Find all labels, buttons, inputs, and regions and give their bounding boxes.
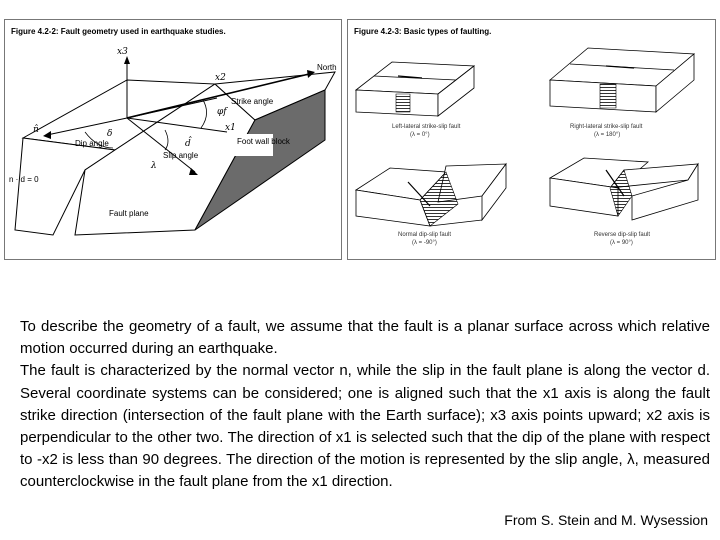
strike-angle-arc [200,99,207,129]
right-lateral-strike-slip-block [548,47,696,113]
normal-vector-n [46,117,128,136]
description-paragraph-1: To describe the geometry of a fault, we … [20,318,710,358]
x2-axis [126,97,218,119]
reverse-fault-title: Reverse dip-slip fault [594,232,650,238]
right-lateral-title: Right-lateral strike-slip fault [570,124,643,130]
x1-axis [126,117,228,133]
slip-angle-arc [164,129,169,151]
slip-vector-d [126,117,196,173]
fault-geometry-figure: Figure 4.2-2: Fault geometry used in ear… [4,19,342,260]
delta-label: δ [107,129,112,139]
right-lateral-param: (λ = 180°) [594,132,620,138]
description-paragraph-2: The fault is characterized by the normal… [20,362,710,491]
x3-arrowhead [124,56,130,64]
lambda-label: λ [150,161,157,171]
normal-dip-slip-block [354,162,507,227]
description-text: To describe the geometry of a fault, we … [20,316,710,494]
n-label: n̂ [33,124,39,135]
fault-geometry-diagram: x3 x2 x1 North Strike angle φf n̂ Dip an… [9,47,337,236]
x3-label: x3 [117,47,128,57]
dip-angle-label: Dip angle [75,139,109,148]
foot-wall-shaded-side [194,89,326,231]
strike-angle-label: Strike angle [231,97,274,106]
fault-types-figure: Figure 4.2-3: Basic types of faulting. L… [347,19,716,260]
fault-plane-label: Fault plane [109,209,149,218]
reverse-dip-slip-block [548,157,699,221]
reverse-fault-param: (λ = 90°) [610,240,633,246]
fault-geometry-caption: Figure 4.2-2: Fault geometry used in ear… [11,27,226,36]
normal-fault-title: Normal dip-slip fault [398,232,451,238]
left-lateral-param: (λ = 0°) [410,132,430,138]
north-label: North [317,63,337,72]
north-arrowhead [307,70,315,78]
nd-zero-label: n · d = 0 [9,175,39,184]
d-label: d̂ [185,136,192,149]
north-axis [126,73,310,119]
slip-vector-arrowhead [189,168,198,175]
normal-fault-param: (λ = -90°) [412,240,437,246]
foot-wall-label-box [233,134,273,156]
dip-angle-arc [84,131,114,149]
fault-types-caption: Figure 4.2-3: Basic types of faulting. [354,27,492,36]
fault-types-diagram: Left-lateral strike-slip fault (λ = 0°) … [354,47,699,246]
normal-vector-arrowhead [43,131,51,139]
foot-wall-block-label: Foot wall block [237,137,291,146]
phi-label: φf [217,107,228,117]
x1-label: x1 [225,123,236,133]
hanging-wall-side [14,137,117,236]
source-credit: From S. Stein and M. Wysession [504,512,708,528]
slip-angle-label: Slip angle [163,151,199,160]
x2-label: x2 [215,73,226,83]
left-lateral-strike-slip-block [354,61,476,117]
left-lateral-title: Left-lateral strike-slip fault [392,124,461,130]
